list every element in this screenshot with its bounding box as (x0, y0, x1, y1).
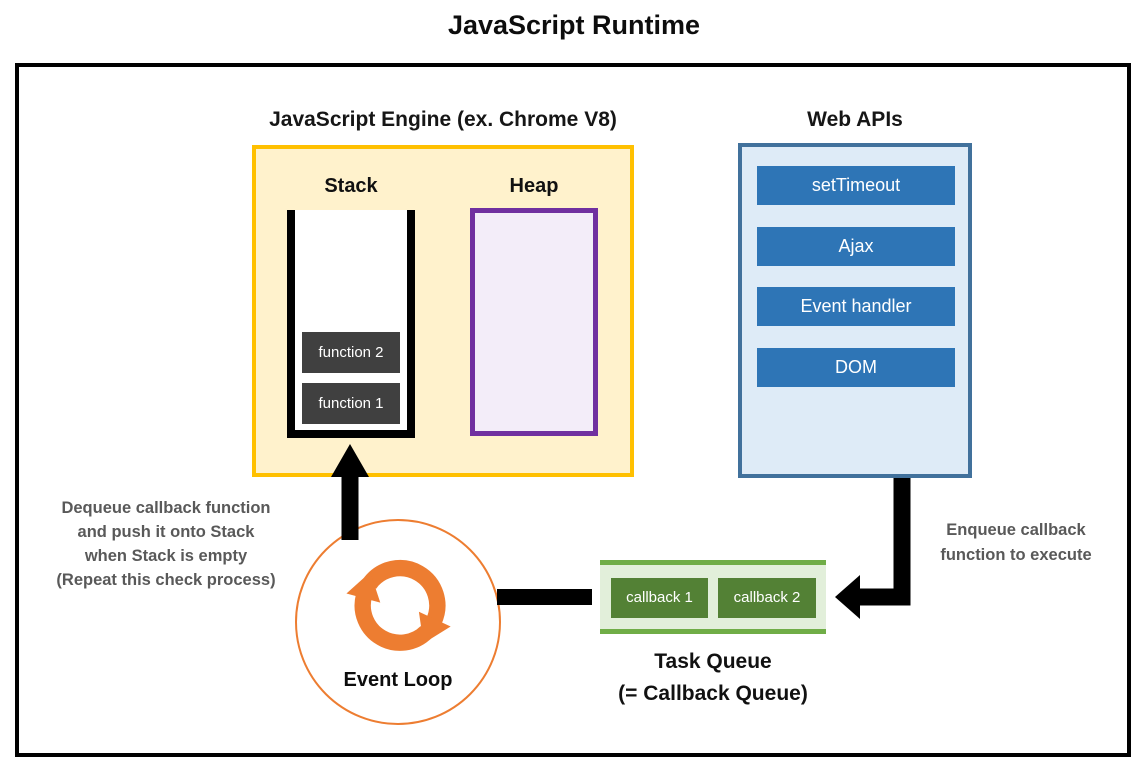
event-loop-circle: Event Loop (295, 519, 501, 725)
web-api-settimeout: setTimeout (757, 166, 955, 205)
heap-box (470, 208, 598, 436)
call-stack: function 2 function 1 (287, 210, 415, 438)
engine-heading: JavaScript Engine (ex. Chrome V8) (269, 108, 617, 131)
web-api-dom: DOM (757, 348, 955, 387)
web-api-ajax: Ajax (757, 227, 955, 266)
enqueue-line: function to execute (940, 546, 1092, 564)
event-loop-label: Event Loop (343, 669, 453, 691)
task-queue: callback 1 callback 2 (600, 560, 826, 634)
dequeue-line: when Stack is empty (84, 547, 248, 565)
enqueue-line: Enqueue callback (946, 521, 1086, 539)
dequeue-line: and push it onto Stack (77, 523, 255, 541)
stack-label: Stack (324, 175, 378, 197)
web-api-event-handler: Event handler (757, 287, 955, 326)
dequeue-line: (Repeat this check process) (56, 571, 276, 589)
stack-frame: function 2 (302, 332, 400, 373)
dequeue-annotation: Dequeue callback function and push it on… (28, 496, 304, 592)
callback-item: callback 1 (611, 578, 708, 618)
web-apis-heading: Web APIs (807, 108, 903, 131)
callback-item: callback 2 (718, 578, 816, 618)
web-apis-box: setTimeout Ajax Event handler DOM (738, 143, 972, 478)
enqueue-annotation: Enqueue callback function to execute (920, 518, 1112, 568)
task-queue-subtitle: (= Callback Queue) (618, 682, 808, 705)
task-queue-title: Task Queue (654, 650, 772, 673)
page-title: JavaScript Runtime (447, 10, 701, 40)
sync-cycle-icon (346, 559, 451, 651)
stack-frame: function 1 (302, 383, 400, 424)
dequeue-line: Dequeue callback function (61, 499, 271, 517)
heap-label: Heap (509, 175, 559, 197)
